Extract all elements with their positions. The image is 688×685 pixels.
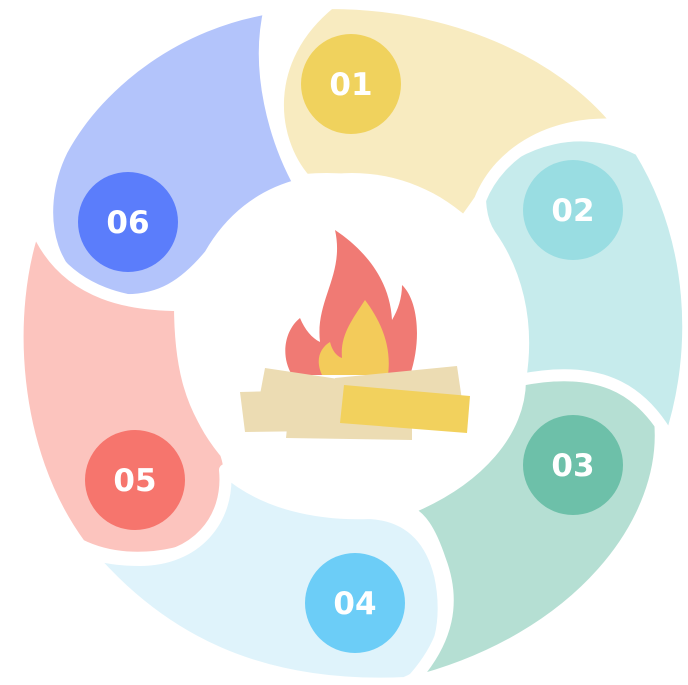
step-04-circle	[305, 553, 405, 653]
step-03-circle	[523, 415, 623, 515]
step-04: 04	[305, 553, 405, 653]
step-06: 06	[78, 172, 178, 272]
step-01: 01	[301, 34, 401, 134]
campfire-icon	[240, 230, 470, 440]
step-03-number: 03	[551, 448, 594, 484]
step-01-number: 01	[329, 67, 372, 103]
step-01-circle	[301, 34, 401, 134]
step-05-circle	[85, 430, 185, 530]
flame-inner	[318, 300, 389, 375]
log-front	[340, 385, 470, 433]
step-05: 05	[85, 430, 185, 530]
step-02-number: 02	[551, 193, 594, 229]
step-06-number: 06	[106, 205, 149, 241]
step-02-circle	[523, 160, 623, 260]
step-03: 03	[523, 415, 623, 515]
step-06-circle	[78, 172, 178, 272]
step-05-number: 05	[113, 463, 156, 499]
step-04-number: 04	[333, 586, 376, 622]
step-02: 02	[523, 160, 623, 260]
